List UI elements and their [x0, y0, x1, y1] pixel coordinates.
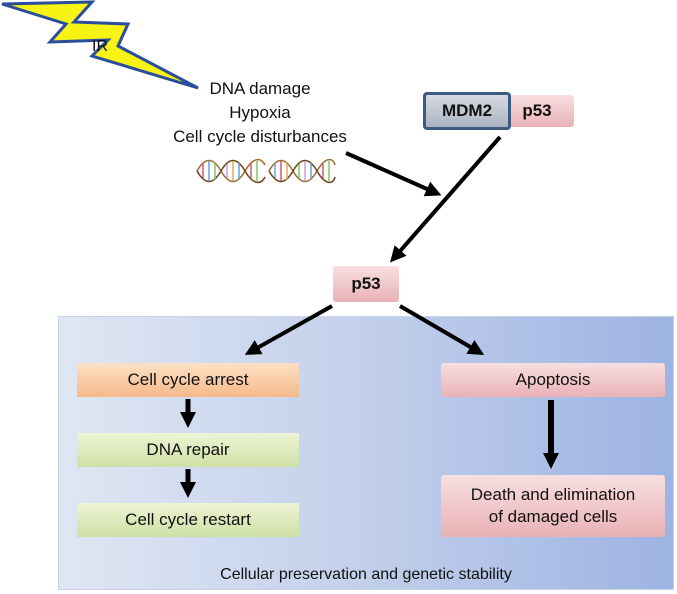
complex-p53-box: p53: [500, 95, 574, 127]
mdm2-box: MDM2: [423, 92, 511, 130]
death-line-2: of damaged cells: [488, 507, 618, 526]
p53-box: p53: [333, 266, 399, 302]
stimulus-hypoxia: Hypoxia: [229, 103, 291, 122]
stimulus-dna-damage: DNA damage: [209, 79, 311, 98]
cell-cycle-restart-box: Cell cycle restart: [77, 503, 299, 537]
death-line-1: Death and elimination: [470, 485, 636, 504]
ir-label: IR: [92, 38, 108, 55]
apoptosis-box: Apoptosis: [441, 363, 665, 397]
cell-cycle-arrest-box: Cell cycle arrest: [77, 363, 299, 397]
dna-repair-box: DNA repair: [77, 433, 299, 467]
arrow-complex-to-p53: [390, 135, 502, 263]
stimulus-cell-cycle: Cell cycle disturbances: [173, 127, 347, 146]
death-elimination-box: Death and elimination of damaged cells: [441, 475, 665, 537]
panel-caption: Cellular preservation and genetic stabil…: [220, 566, 512, 583]
arrow-stimulus: [345, 151, 442, 197]
dna-helix-icon: [196, 158, 336, 184]
lightning-bolt-icon: [1, 0, 199, 90]
